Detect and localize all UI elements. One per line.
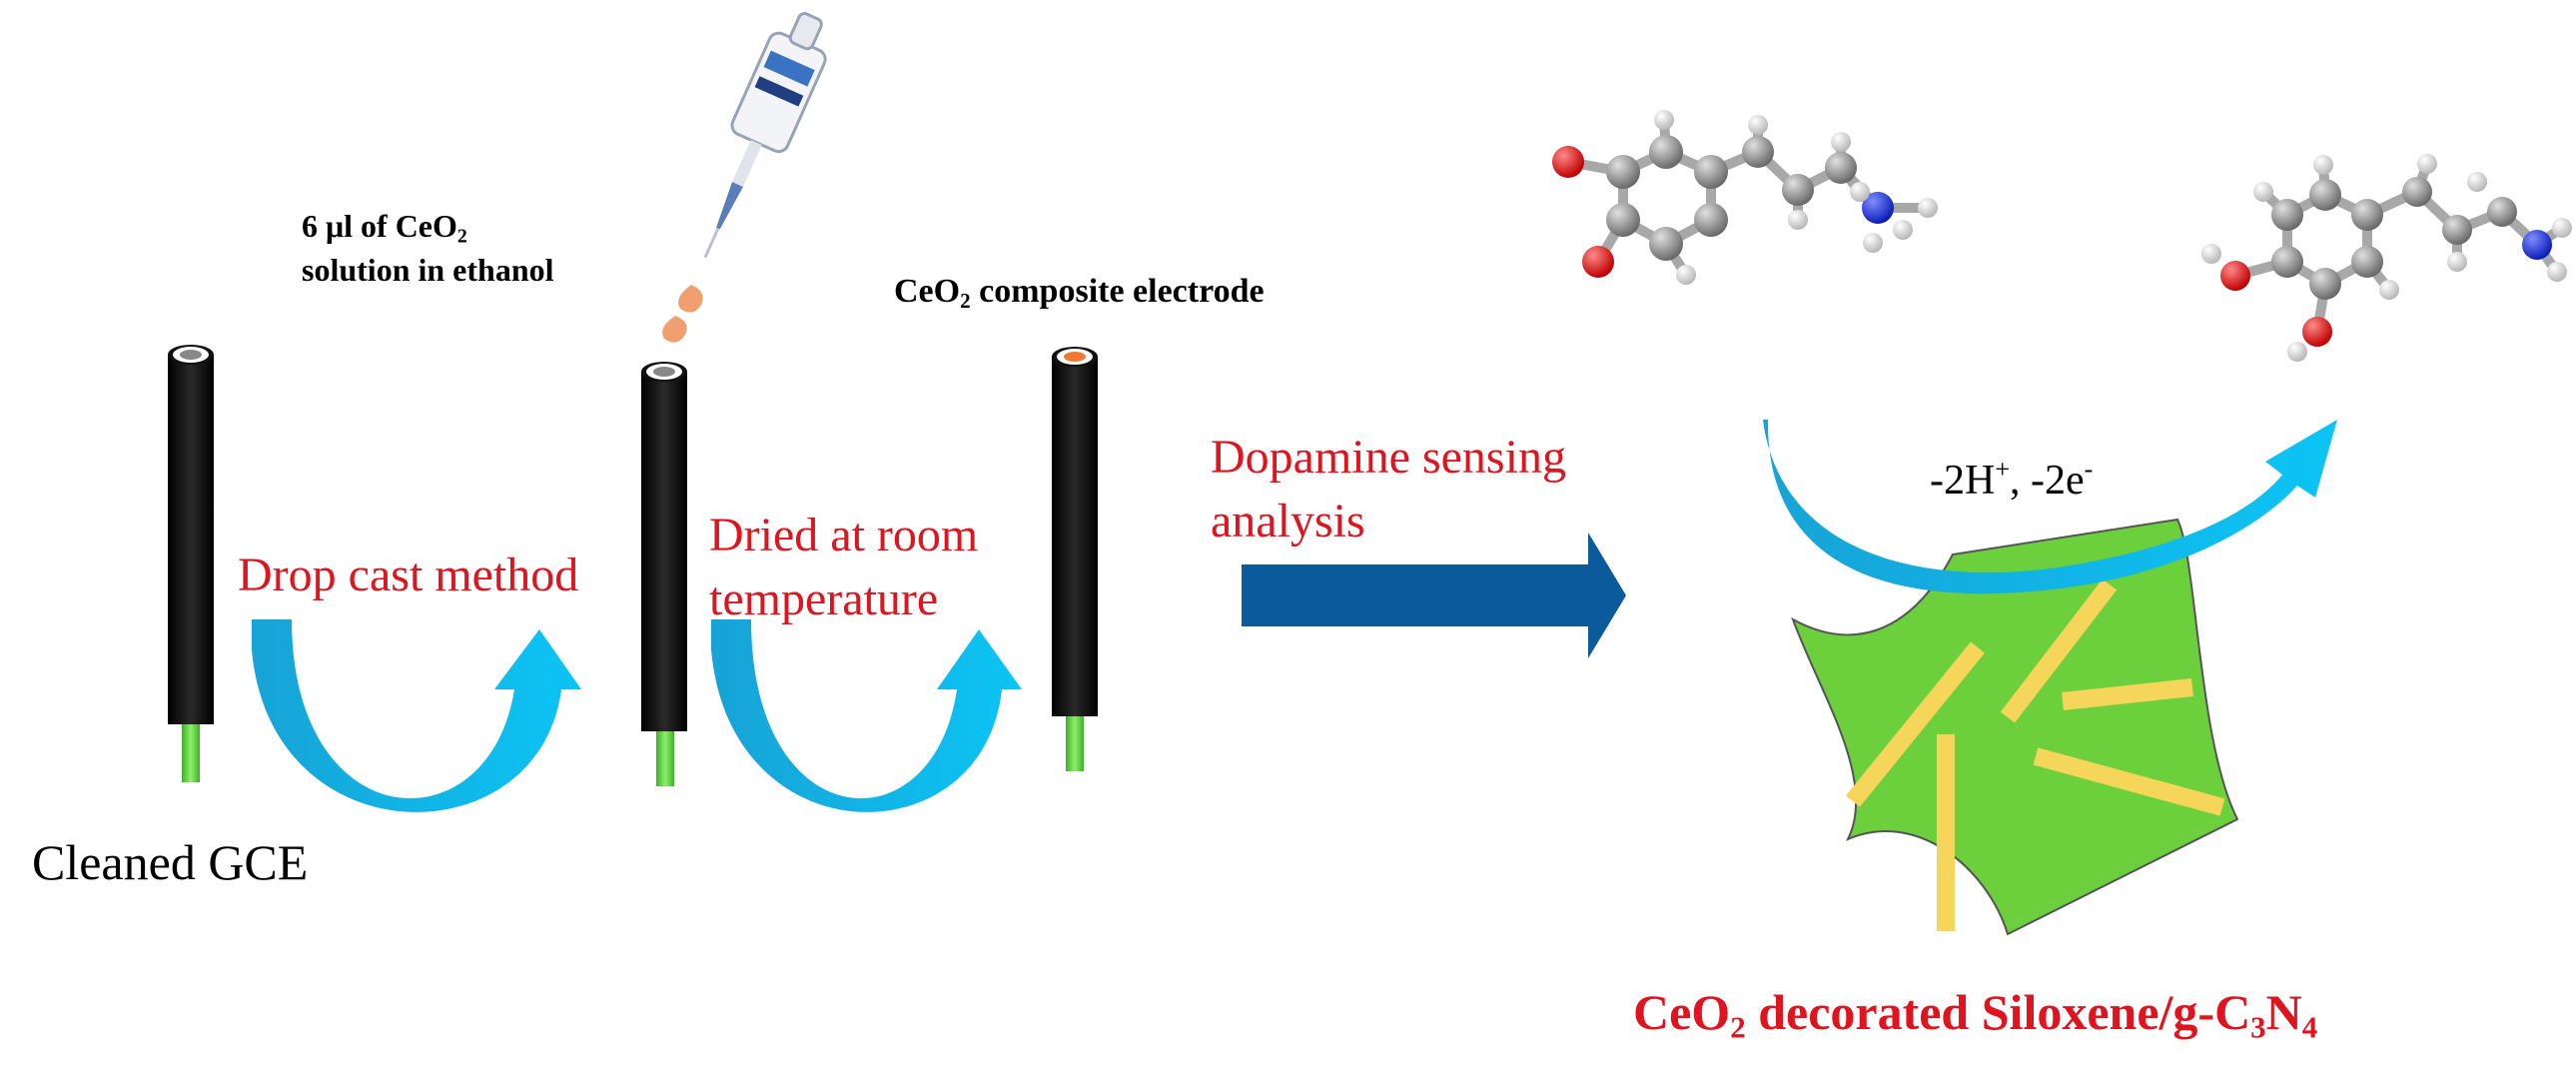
- drop-cast-label: Drop cast method: [238, 548, 579, 601]
- siloxene-sheet-icon: [1791, 518, 2239, 936]
- electrode-cleaned: [168, 345, 214, 782]
- electrode-composite: [1052, 347, 1098, 771]
- reaction-label: -2H+, -2e-: [1930, 455, 2094, 505]
- curved-arrow-1: [252, 619, 581, 812]
- dopamine-molecule-icon: [1552, 110, 1938, 285]
- dopamine-label-line1: Dopamine sensing: [1211, 431, 1566, 484]
- oxidation-arrow: [1763, 420, 2337, 594]
- electrode-drop-cast: [641, 362, 687, 786]
- big-right-arrow: [1242, 533, 1626, 658]
- dried-label-line1: Dried at room: [709, 509, 979, 561]
- caption-title: CeO2 decorated Siloxene/g-C3N4: [1633, 984, 2318, 1045]
- micropipette-icon: [703, 12, 827, 259]
- pipette-note-line2: solution in ethanol: [302, 252, 554, 288]
- dried-label-line2: temperature: [709, 572, 939, 625]
- curved-arrow-2: [711, 619, 1022, 812]
- dopamine-label-line2: analysis: [1211, 495, 1365, 547]
- pipette-note-line1: 6 μl of CeO2: [302, 208, 467, 248]
- droplets-icon: [662, 285, 703, 343]
- cleaned-gce-label: Cleaned GCE: [32, 834, 309, 890]
- composite-electrode-label: CeO2 composite electrode: [894, 273, 1265, 313]
- quinone-molecule-icon: [2201, 154, 2572, 362]
